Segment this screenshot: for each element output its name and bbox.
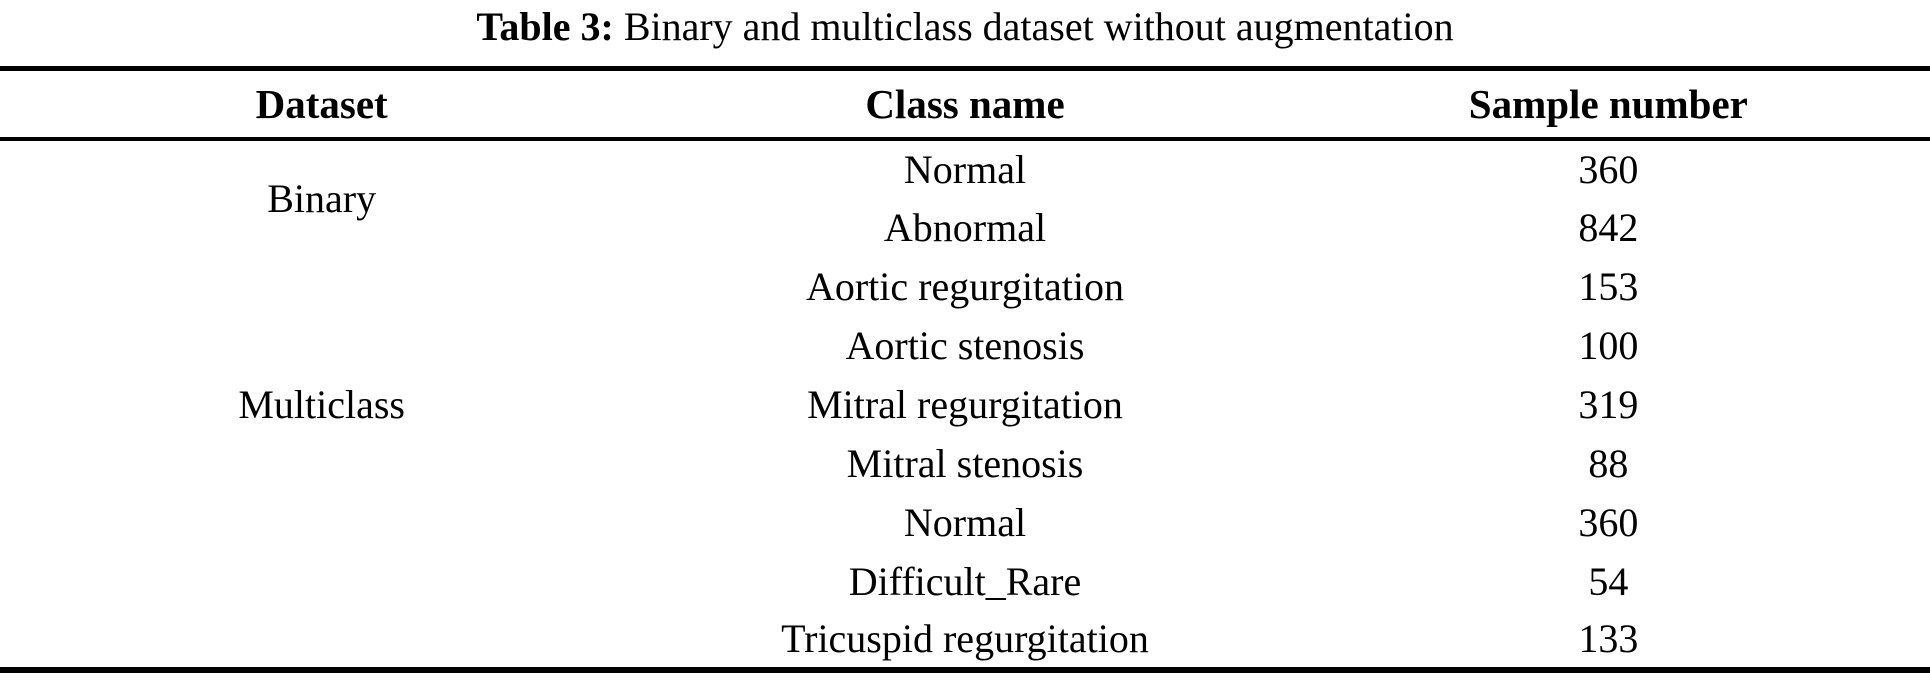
column-header-class-name: Class name: [643, 68, 1287, 141]
sample-number-cell: 88: [1588, 440, 1629, 486]
table-row: Binary Normal 360: [0, 139, 1930, 222]
table-row: Aortic stenosis 100: [0, 316, 1930, 375]
sample-number-cell: 100: [1578, 322, 1639, 368]
table-row: Mitral regurgitation 319: [0, 375, 1930, 434]
sample-number-cell: 842: [1578, 204, 1639, 250]
sample-number-cell: 133: [1578, 616, 1639, 661]
table-row: Normal 360: [0, 493, 1930, 552]
class-name-cell: Normal: [903, 499, 1027, 545]
class-name-cell: Tricuspid regurgitation: [781, 616, 1149, 661]
table-caption: Table 3: Binary and multiclass dataset w…: [0, 0, 1930, 66]
sample-number-cell: 319: [1578, 381, 1639, 427]
class-name-cell: Aortic regurgitation: [805, 263, 1125, 309]
column-header-dataset: Dataset: [0, 68, 644, 141]
class-name-cell: Mitral stenosis: [846, 440, 1084, 486]
table-header-row: Dataset Class name Sample number: [0, 68, 1930, 141]
table-row: Mitral stenosis 88: [0, 434, 1930, 493]
class-name-cell: Normal: [903, 146, 1027, 192]
class-name-cell: Difficult_Rare: [848, 558, 1082, 604]
table-caption-text: Binary and multiclass dataset without au…: [613, 4, 1454, 49]
dataset-group-binary: Binary: [267, 176, 377, 221]
dataset-table: Dataset Class name Sample number Binary …: [0, 66, 1930, 673]
sample-number-cell: 360: [1578, 499, 1639, 545]
table-caption-label: Table 3:: [476, 4, 614, 49]
class-name-cell: Aortic stenosis: [845, 322, 1085, 368]
sample-number-cell: 360: [1578, 146, 1639, 192]
class-name-cell: Mitral regurgitation: [807, 381, 1123, 427]
class-name-cell: Abnormal: [883, 204, 1047, 250]
table-row: Multiclass Aortic regurgitation 153: [0, 257, 1930, 427]
dataset-group-multiclass: Multiclass: [0, 257, 643, 670]
sample-number-cell: 153: [1578, 263, 1639, 309]
sample-number-cell: 54: [1588, 558, 1629, 604]
dataset-group-multiclass-label: Multiclass: [238, 381, 405, 427]
table-row: Difficult_Rare 54: [0, 552, 1930, 611]
table-row: Abnormal 842: [0, 198, 1930, 257]
table-row: Tricuspid regurgitation 133: [0, 611, 1930, 670]
column-header-sample-number: Sample number: [1286, 68, 1930, 141]
